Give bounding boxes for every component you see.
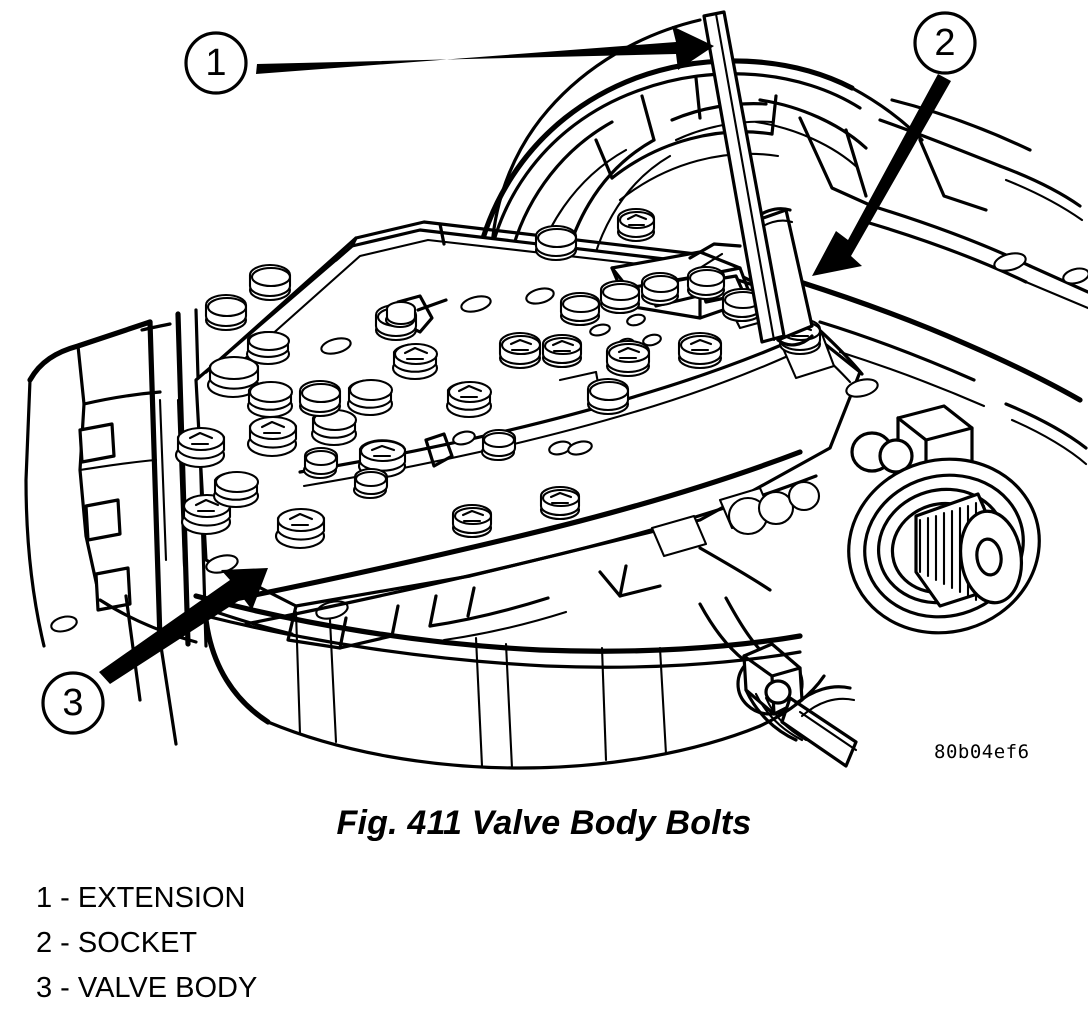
legend-item-1: 1 - EXTENSION: [36, 882, 246, 914]
callout-circles: 1 2 3: [41, 11, 977, 735]
oil-pan: [98, 593, 826, 770]
callout-3-arrow: [99, 568, 268, 684]
legend-item-3: 3 - VALVE BODY: [36, 972, 258, 1004]
callout-number-2: 2: [934, 22, 955, 64]
callout-number-3: 3: [62, 682, 83, 724]
extension-tool: [702, 10, 786, 344]
output-shaft-spline: [847, 457, 1041, 635]
callout-1-arrow: [256, 26, 714, 74]
legend-item-2: 2 - SOCKET: [36, 927, 198, 959]
callout-circle-2: [913, 11, 977, 75]
callout-circle-3: [41, 671, 105, 735]
valve-body-bolts: [174, 207, 822, 550]
figure-legend: 1 - EXTENSION 2 - SOCKET 3 - VALVE BODY: [36, 876, 636, 1011]
callout-arrows: [99, 26, 951, 684]
callout-circle-1: [184, 31, 248, 95]
technical-line-drawing: .ln { fill:none; stroke:#000; stroke-wid…: [24, 10, 1088, 770]
figure-caption: Fig. 411 Valve Body Bolts: [336, 804, 752, 842]
callout-2-arrow: [812, 74, 951, 276]
figure-id-code: 80b04ef6: [934, 741, 1030, 763]
case-lower-flange: [227, 449, 821, 650]
callout-number-1: 1: [205, 42, 226, 84]
transmission-case-left: [24, 308, 208, 648]
